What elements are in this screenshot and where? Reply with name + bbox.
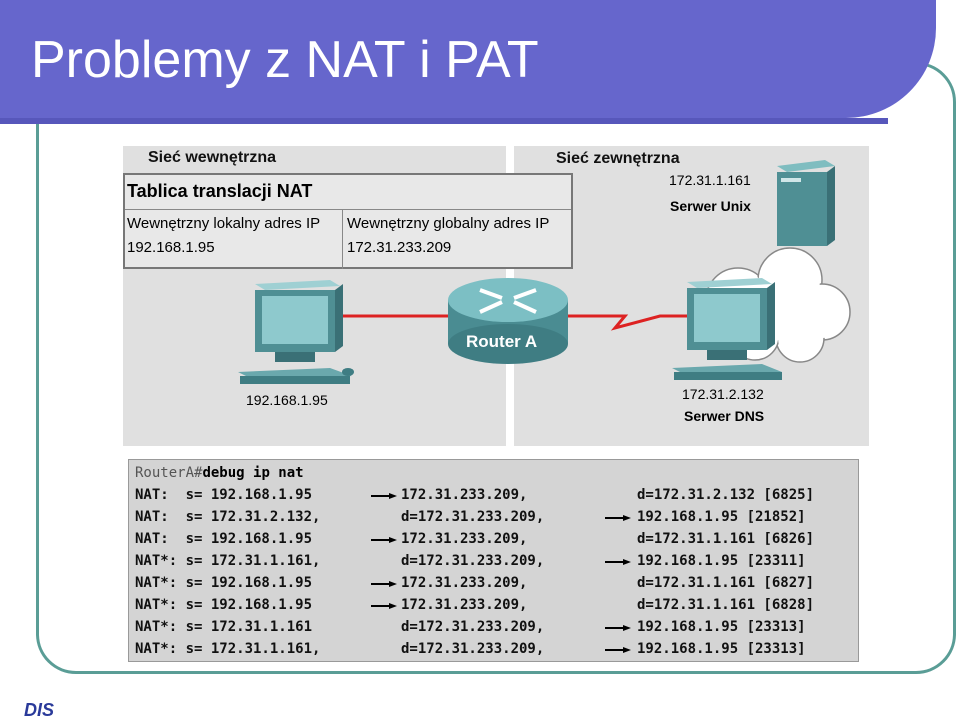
dns-server-ip: 172.31.2.132 <box>682 386 764 402</box>
arrow-right-icon <box>605 515 631 521</box>
debug-line-source: NAT*: s= 192.168.1.95 <box>135 597 313 613</box>
arrow-right-icon <box>371 493 397 499</box>
router-prompt: RouterA# <box>135 465 203 481</box>
debug-line-destination: 192.168.1.95 [23311] <box>637 553 806 569</box>
outer-network-label: Sieć zewnętrzna <box>556 150 680 167</box>
arrow-right-icon <box>605 625 631 631</box>
debug-line: NAT*: s= 172.31.1.161, d=172.31.233.209, 1… <box>135 641 855 663</box>
debug-line-translated: d=172.31.233.209, <box>401 553 545 569</box>
debug-line-source: NAT*: s= 172.31.1.161, <box>135 641 321 657</box>
debug-line-source: NAT*: s= 172.31.1.161, <box>135 553 321 569</box>
debug-line-translated: 172.31.233.209, <box>401 575 528 591</box>
debug-line-destination: d=172.31.1.161 [6826] <box>637 531 815 547</box>
debug-command: debug ip nat <box>202 465 304 481</box>
debug-line-destination: d=172.31.1.161 [6827] <box>637 575 815 591</box>
nat-col1-header: Wewnętrzny lokalny adres IP <box>127 215 321 232</box>
unix-server-ip: 172.31.1.161 <box>669 172 751 188</box>
arrow-right-icon <box>371 603 397 609</box>
debug-command-line: RouterA#debug ip nat <box>135 465 304 481</box>
nat-table-divider <box>125 209 571 210</box>
debug-line: NAT*: s= 192.168.1.95 172.31.233.209, d=17… <box>135 597 855 619</box>
debug-line: NAT: s= 192.168.1.95 172.31.233.209, d=172… <box>135 487 855 509</box>
debug-line: NAT*: s= 192.168.1.95 172.31.233.209, d=17… <box>135 575 855 597</box>
debug-output-box: RouterA#debug ip nat NAT: s= 192.168.1.9… <box>128 459 859 662</box>
dis-logo-icon: DIS <box>22 697 60 721</box>
title-underline <box>0 118 888 124</box>
debug-line-destination: d=172.31.1.161 [6828] <box>637 597 815 613</box>
debug-line-destination: 192.168.1.95 [21852] <box>637 509 806 525</box>
arrow-right-icon <box>605 559 631 565</box>
nat-col2-value: 172.31.233.209 <box>347 239 452 256</box>
arrow-right-icon <box>371 537 397 543</box>
debug-line-destination: d=172.31.2.132 [6825] <box>637 487 815 503</box>
nat-col1-value: 192.168.1.95 <box>127 239 215 256</box>
debug-line-translated: 172.31.233.209, <box>401 597 528 613</box>
debug-line: NAT*: s= 172.31.1.161, d=172.31.233.209, 1… <box>135 553 855 575</box>
arrow-right-icon <box>605 647 631 653</box>
nat-table-title: Tablica translacji NAT <box>127 181 313 201</box>
debug-line-source: NAT*: s= 192.168.1.95 <box>135 575 313 591</box>
debug-line-translated: d=172.31.233.209, <box>401 641 545 657</box>
debug-line-source: NAT*: s= 172.31.1.161 <box>135 619 313 635</box>
nat-translation-table: Tablica translacji NAT Wewnętrzny lokaln… <box>123 173 573 269</box>
router-label: Router A <box>466 332 538 351</box>
arrow-right-icon <box>371 581 397 587</box>
unix-server-label: Serwer Unix <box>670 198 751 214</box>
dns-server-label: Serwer DNS <box>684 408 765 424</box>
debug-line-source: NAT: s= 192.168.1.95 <box>135 487 313 503</box>
debug-line-translated: d=172.31.233.209, <box>401 619 545 635</box>
svg-text:DIS: DIS <box>24 700 54 720</box>
nat-col2-header: Wewnętrzny globalny adres IP <box>347 215 550 232</box>
pc-address: 192.168.1.95 <box>246 392 328 408</box>
debug-line-translated: 172.31.233.209, <box>401 531 528 547</box>
debug-line-source: NAT: s= 192.168.1.95 <box>135 531 313 547</box>
debug-line-translated: 172.31.233.209, <box>401 487 528 503</box>
debug-line: NAT: s= 172.31.2.132, d=172.31.233.209, 19… <box>135 509 855 531</box>
slide-title: Problemy z NAT i PAT <box>31 31 539 89</box>
debug-line-source: NAT: s= 172.31.2.132, <box>135 509 321 525</box>
title-bar <box>0 0 936 118</box>
debug-line: NAT: s= 192.168.1.95 172.31.233.209, d=172… <box>135 531 855 553</box>
nat-table-column-divider <box>342 209 343 269</box>
debug-line-destination: 192.168.1.95 [23313] <box>637 641 806 657</box>
inner-network-label: Sieć wewnętrzna <box>148 149 277 166</box>
debug-line: NAT*: s= 172.31.1.161 d=172.31.233.209, 19… <box>135 619 855 641</box>
debug-line-translated: d=172.31.233.209, <box>401 509 545 525</box>
debug-line-destination: 192.168.1.95 [23313] <box>637 619 806 635</box>
